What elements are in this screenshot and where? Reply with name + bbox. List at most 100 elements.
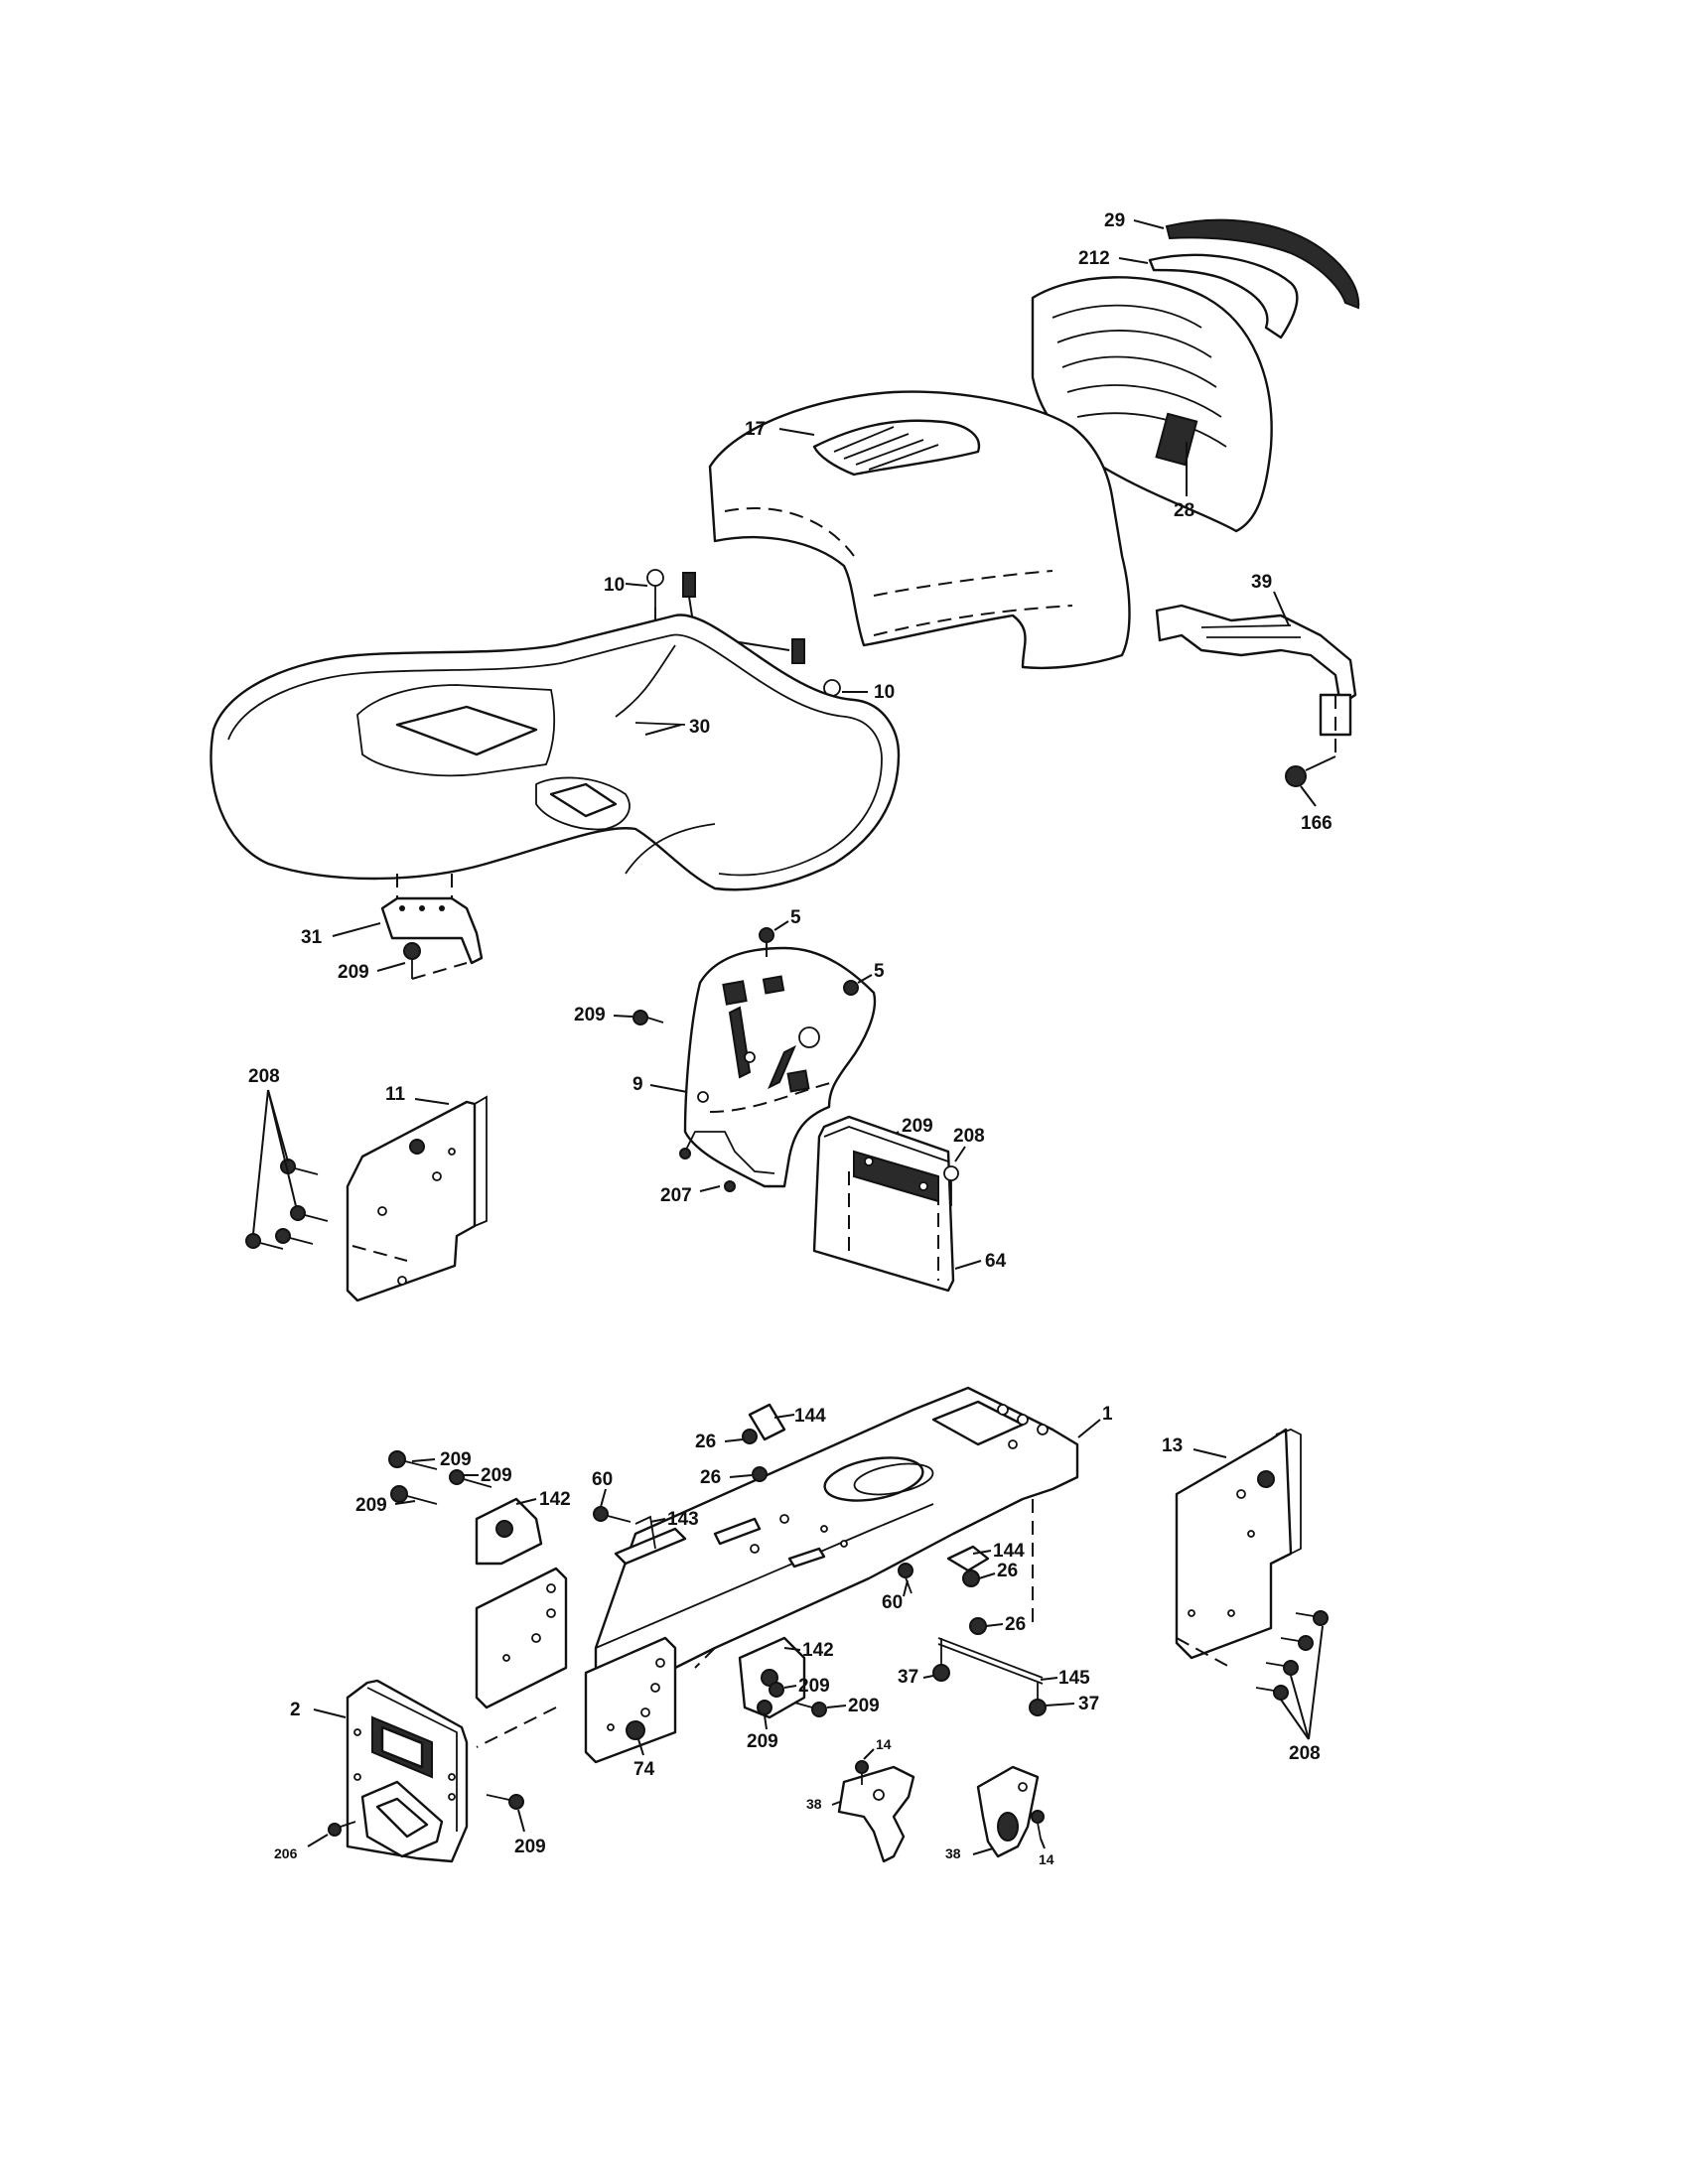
callout-206: 206 <box>274 1834 329 1861</box>
svg-text:207: 207 <box>660 1185 692 1206</box>
callout-209-frame-c: 209 <box>355 1495 416 1516</box>
callout-28: 28 <box>1174 442 1194 521</box>
svg-text:209: 209 <box>440 1449 472 1470</box>
svg-text:166: 166 <box>1301 813 1333 834</box>
callout-11: 11 <box>385 1084 450 1105</box>
callout-30: 30 <box>644 717 710 738</box>
part-208-bolts-left <box>245 1089 329 1250</box>
callout-26-b: 26 <box>700 1467 753 1488</box>
callout-5-b: 5 <box>857 961 885 984</box>
callout-14-a: 14 <box>863 1736 892 1760</box>
callout-209-panel-left: 209 <box>574 1005 633 1025</box>
part-209-bolt-frame-f <box>757 1700 772 1715</box>
callout-9: 9 <box>632 1074 688 1095</box>
svg-text:212: 212 <box>1078 248 1110 269</box>
part-209-bolt-frame-a <box>388 1450 438 1470</box>
svg-text:10: 10 <box>874 682 895 703</box>
callout-38-a: 38 <box>806 1796 841 1812</box>
svg-text:209: 209 <box>747 1731 778 1752</box>
callout-209-frame-d: 209 <box>783 1676 830 1697</box>
svg-text:209: 209 <box>514 1837 546 1857</box>
svg-text:13: 13 <box>1162 1435 1183 1456</box>
svg-text:38: 38 <box>945 1845 961 1861</box>
svg-text:142: 142 <box>802 1640 834 1661</box>
part-26-nut-b <box>752 1466 768 1482</box>
svg-text:145: 145 <box>1058 1668 1090 1689</box>
callout-37-a: 37 <box>898 1667 934 1688</box>
part-11-left-side-panel <box>346 1095 488 1302</box>
svg-text:10: 10 <box>604 575 625 596</box>
svg-text:144: 144 <box>993 1541 1025 1562</box>
callout-145: 145 <box>1040 1668 1090 1689</box>
callout-208-support: 208 <box>953 1126 985 1162</box>
svg-text:64: 64 <box>985 1251 1007 1272</box>
svg-text:209: 209 <box>338 962 369 983</box>
part-144-bracket-upper <box>742 1403 786 1444</box>
svg-text:142: 142 <box>539 1489 571 1510</box>
svg-text:26: 26 <box>695 1432 716 1452</box>
part-206-bolt <box>328 1821 356 1837</box>
part-60-bolt-upper <box>593 1506 632 1523</box>
callout-144-upper: 144 <box>773 1406 826 1427</box>
svg-text:209: 209 <box>481 1465 512 1486</box>
part-14-bolt-b <box>1031 1810 1045 1840</box>
part-209-bolt-frame-d <box>769 1682 784 1698</box>
svg-text:60: 60 <box>882 1592 903 1613</box>
callout-209-frame-e: 209 <box>826 1696 880 1716</box>
svg-text:5: 5 <box>790 907 801 928</box>
callout-64: 64 <box>954 1251 1007 1272</box>
callout-166: 166 <box>1300 785 1333 834</box>
svg-text:30: 30 <box>689 717 710 738</box>
part-209-bolt-front <box>486 1794 524 1810</box>
part-209-bolt-frame-b <box>449 1469 492 1488</box>
part-30-fender <box>210 614 901 891</box>
part-17-hood <box>708 390 1131 670</box>
svg-text:39: 39 <box>1251 572 1272 593</box>
part-144-bracket-lower <box>946 1545 990 1572</box>
svg-text:209: 209 <box>574 1005 606 1025</box>
part-31-seat-bracket <box>380 874 484 965</box>
part-26-nut-d <box>969 1617 987 1635</box>
svg-text:209: 209 <box>848 1696 880 1716</box>
svg-text:143: 143 <box>667 1509 699 1530</box>
callout-208-left: 208 <box>248 1066 280 1087</box>
part-38-bracket-a <box>837 1765 915 1863</box>
callout-26-a: 26 <box>695 1432 744 1452</box>
callout-60-lower: 60 <box>882 1579 909 1613</box>
callout-209-frame-f: 209 <box>747 1714 778 1752</box>
callout-39: 39 <box>1251 572 1290 626</box>
part-60-bolt-lower <box>898 1563 913 1594</box>
svg-text:31: 31 <box>301 927 323 948</box>
part-143-bracket <box>614 1515 687 1566</box>
svg-text:26: 26 <box>1005 1614 1026 1635</box>
part-145-rod <box>937 1637 1044 1685</box>
callout-10-lower: 10 <box>842 682 895 703</box>
part-37-bolt-b <box>1029 1683 1047 1716</box>
callout-208-right: 208 <box>1289 1743 1321 1764</box>
callout-143: 143 <box>649 1509 699 1530</box>
callout-142-upper: 142 <box>515 1489 571 1510</box>
part-2-front-bracket <box>346 1679 469 1863</box>
callout-37-b: 37 <box>1045 1694 1099 1714</box>
part-64-support <box>812 1115 955 1293</box>
callout-14-b: 14 <box>1039 1838 1054 1867</box>
part-39-hood-bracket <box>1155 604 1357 754</box>
callout-144-lower: 144 <box>972 1541 1025 1562</box>
svg-text:1: 1 <box>1102 1404 1113 1425</box>
callout-74: 74 <box>633 1738 655 1780</box>
part-1-main-frame <box>476 1386 1079 1748</box>
svg-text:60: 60 <box>592 1469 613 1490</box>
svg-text:208: 208 <box>248 1066 280 1087</box>
svg-text:28: 28 <box>1174 500 1194 521</box>
part-142-bracket-upper <box>475 1497 568 1709</box>
part-208-bolts-right <box>1255 1610 1329 1740</box>
callout-209-frame-b: 209 <box>464 1465 512 1486</box>
svg-text:144: 144 <box>794 1406 826 1427</box>
callout-142-lower: 142 <box>783 1640 834 1661</box>
callout-207: 207 <box>660 1185 721 1206</box>
part-209-bolt-seat <box>403 942 468 980</box>
svg-text:14: 14 <box>1039 1851 1054 1867</box>
callout-5-a: 5 <box>773 907 801 931</box>
part-38-bracket-b <box>976 1765 1040 1858</box>
callout-38-b: 38 <box>945 1845 994 1861</box>
